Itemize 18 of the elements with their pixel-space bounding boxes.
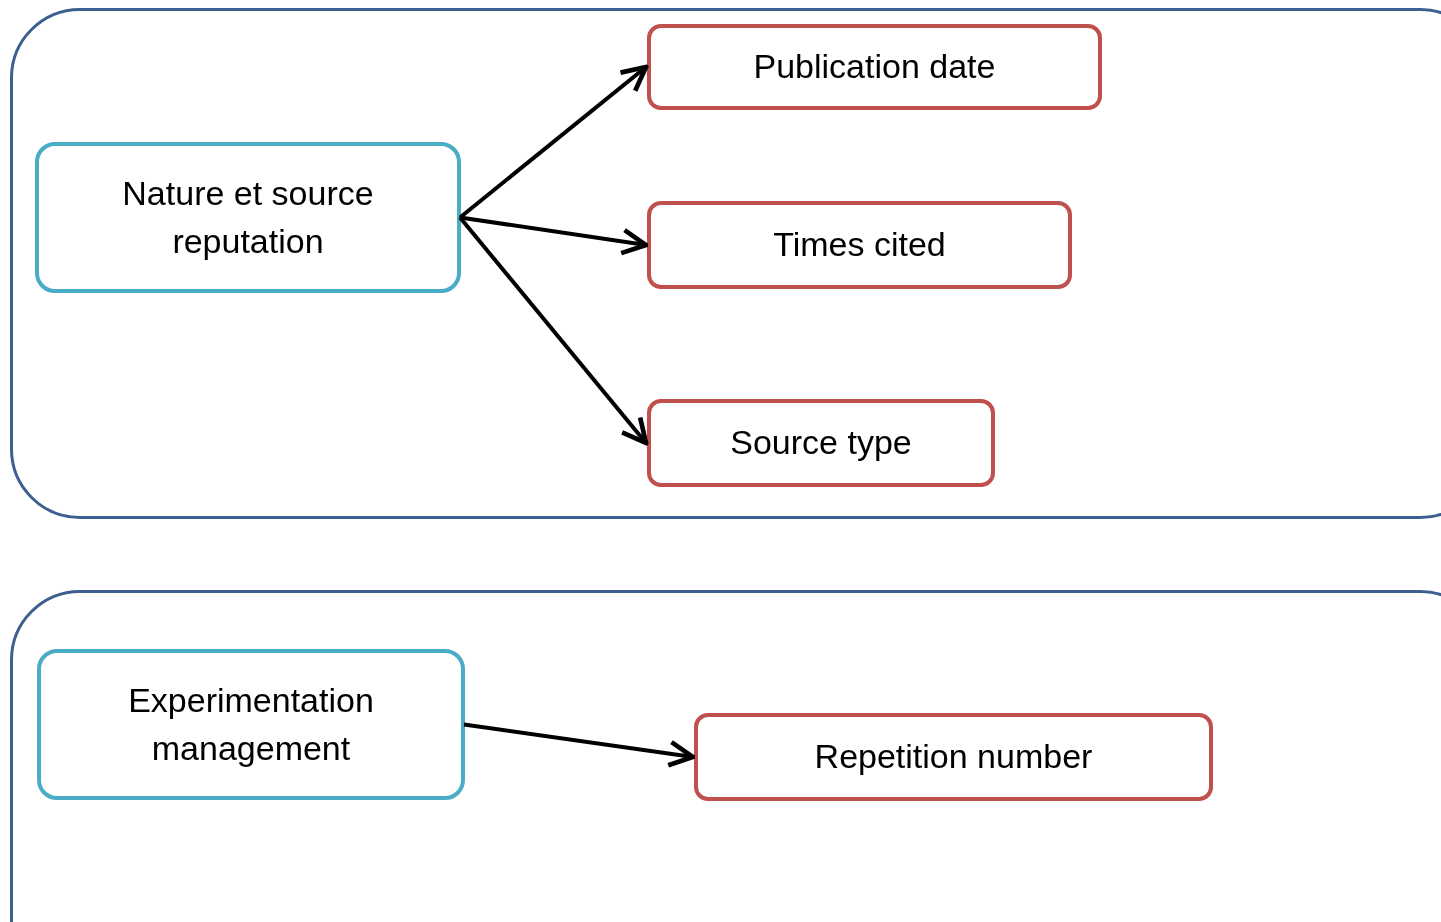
attribute-box xyxy=(647,399,995,487)
node-label: Repetition number xyxy=(814,736,1093,778)
topic-box xyxy=(35,142,461,293)
node-label: Publication date xyxy=(753,46,996,88)
arrow xyxy=(458,64,649,220)
arrow xyxy=(463,722,696,768)
arrow xyxy=(459,215,649,256)
attribute-box xyxy=(647,24,1102,110)
group-panel xyxy=(10,8,1441,519)
node-label: Source type xyxy=(730,422,912,464)
topic-box xyxy=(37,649,465,800)
node-label: Experimentation management xyxy=(127,679,375,769)
node-label: Times cited xyxy=(773,224,946,266)
group-panel xyxy=(10,590,1441,922)
attribute-box xyxy=(694,713,1213,801)
arrow xyxy=(458,216,649,446)
node-label: Nature et source reputation xyxy=(121,172,375,262)
attribute-box xyxy=(647,201,1072,289)
